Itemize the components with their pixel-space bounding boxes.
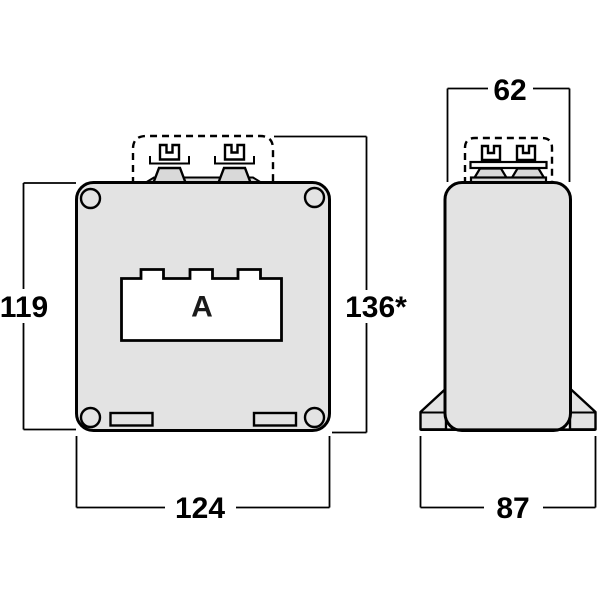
mounting-hole-top-right bbox=[303, 186, 326, 209]
side-body bbox=[443, 181, 572, 432]
terminal-screw-icon bbox=[223, 143, 246, 161]
mounting-slot-left bbox=[109, 411, 154, 427]
side-view bbox=[419, 136, 597, 432]
front-terminal-cover-dashed-outline bbox=[131, 134, 275, 184]
flange-face bbox=[419, 387, 448, 431]
flange-face bbox=[568, 387, 597, 431]
dimension-overall-height bbox=[274, 135, 368, 434]
dimension-body-height bbox=[22, 182, 76, 431]
side-terminal-cover-dashed-outline bbox=[463, 136, 554, 184]
base-flange-right bbox=[568, 387, 597, 431]
mounting-hole-bottom-right bbox=[303, 406, 326, 429]
mounting-slot-right bbox=[252, 411, 298, 427]
terminal-screw-icon bbox=[158, 143, 181, 161]
terminal-screw-icon bbox=[515, 144, 537, 162]
dim-label-overall-height: 136* bbox=[345, 291, 407, 324]
dim-label-body-width: 124 bbox=[175, 492, 225, 525]
dim-label-body-height: 119 bbox=[0, 291, 48, 324]
terminal-bracket bbox=[149, 156, 190, 165]
terminal-screw-icon bbox=[480, 144, 502, 162]
front-view: A bbox=[75, 134, 331, 432]
primary-window bbox=[120, 268, 283, 342]
mounting-hole-top-left bbox=[79, 187, 102, 210]
front-terminal-left bbox=[149, 143, 190, 184]
dimension-base-width bbox=[419, 436, 597, 509]
dim-label-base-width: 87 bbox=[496, 492, 529, 525]
dim-label-body-depth: 62 bbox=[493, 74, 526, 107]
dimension-body-width bbox=[75, 436, 331, 509]
front-terminal-right bbox=[214, 143, 255, 184]
terminal-boss bbox=[216, 166, 253, 184]
dimension-body-depth bbox=[446, 87, 571, 182]
terminal-boss bbox=[151, 166, 188, 184]
aperture-label: A bbox=[191, 291, 213, 324]
terminal-bracket bbox=[214, 156, 255, 165]
side-terminal-bar-upper bbox=[469, 160, 548, 170]
mounting-hole-bottom-left bbox=[79, 406, 102, 429]
base-flange-left bbox=[419, 387, 448, 431]
